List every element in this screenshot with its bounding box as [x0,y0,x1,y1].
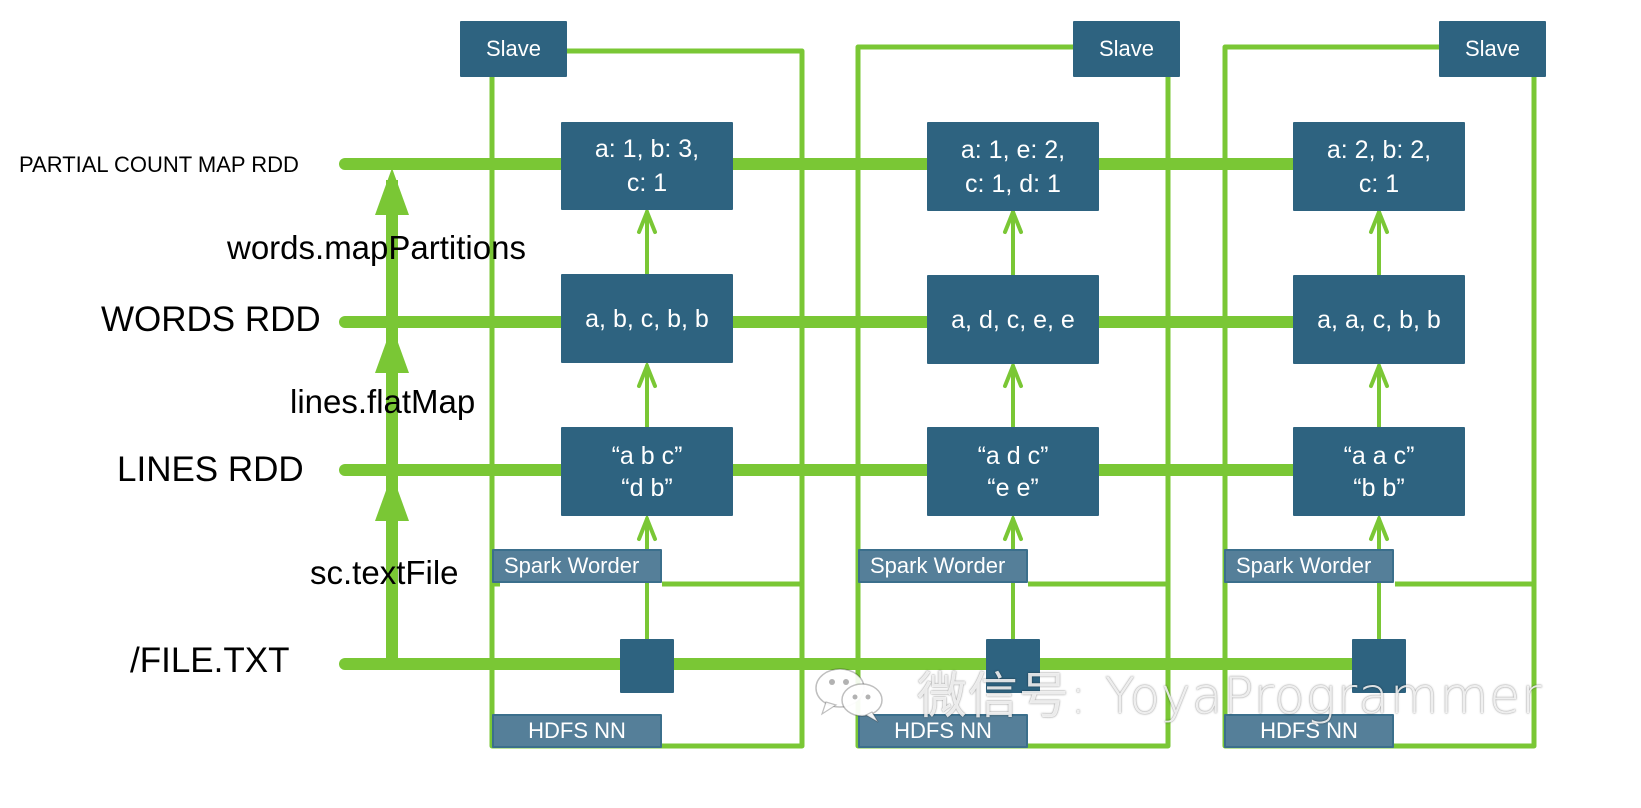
spark-worker-1: Spark Worder [492,549,662,583]
watermark-text: 微信号: YoyaProgrammer [916,667,1543,725]
partial-count-line: a: 1, e: 2, [960,135,1066,164]
spark-worker-2: Spark Worder [858,549,1028,583]
hdfs-block-3 [1352,639,1406,693]
transform-label-flat-map: lines.flatMap [290,383,476,420]
partial-count-line: c: 1 [1358,169,1400,198]
partial-count-line: a: 2, b: 2, [1326,135,1432,164]
line-text: “a d c” [977,441,1049,470]
row-label-lines: LINES RDD [117,450,304,489]
wechat-icon [812,664,888,736]
slave-node-1: Slave [460,21,567,77]
arrow-head-lines [375,474,409,521]
node-1-frame [489,48,805,749]
partial-count-partition-3: a: 2, b: 2, c: 1 [1293,122,1465,211]
hdfs-namenode-1: HDFS NN [492,714,662,748]
watermark: 微信号: YoyaProgrammer [812,656,1543,736]
arrow-head-words [375,326,409,373]
hdfs-block-1 [620,639,674,693]
line-text: “a a c” [1343,441,1415,470]
hdfs-block-2 [986,639,1040,693]
row-label-words: WORDS RDD [101,300,321,339]
transform-label-text-file: sc.textFile [310,554,459,591]
partial-count-partition-2: a: 1, e: 2, c: 1, d: 1 [927,122,1099,211]
partial-count-partition-1: a: 1, b: 3, c: 1 [561,122,733,210]
hdfs-namenode-2: HDFS NN [858,714,1028,748]
transform-arrow-shaft [386,180,398,664]
line-text: “b b” [1353,473,1405,502]
slave-node-3: Slave [1439,21,1546,77]
line-text: “d b” [621,473,673,502]
lines-partition-2: “a d c” “e e” [927,427,1099,516]
row-label-file: /FILE.TXT [130,641,290,680]
partial-count-line: a: 1, b: 3, [594,135,700,163]
lines-partition-1: “a b c” “d b” [561,427,733,516]
spark-worker-3: Spark Worder [1224,549,1394,583]
partial-count-line: c: 1 [626,169,668,197]
transform-label-map-partitions: words.mapPartitions [227,229,526,266]
words-partition-3: a, a, c, b, b [1293,275,1465,364]
line-text: “e e” [987,473,1039,502]
partial-count-line: c: 1, d: 1 [965,169,1061,198]
slave-node-2: Slave [1073,21,1180,77]
line-text: “a b c” [611,441,683,470]
arrow-head-partial [375,168,409,215]
row-label-partial-count: PARTIAL COUNT MAP RDD [19,152,299,177]
words-partition-2: a, d, c, e, e [927,275,1099,364]
hdfs-namenode-3: HDFS NN [1224,714,1394,748]
words-partition-1: a, b, c, b, b [561,274,733,363]
lines-partition-3: “a a c” “b b” [1293,427,1465,516]
